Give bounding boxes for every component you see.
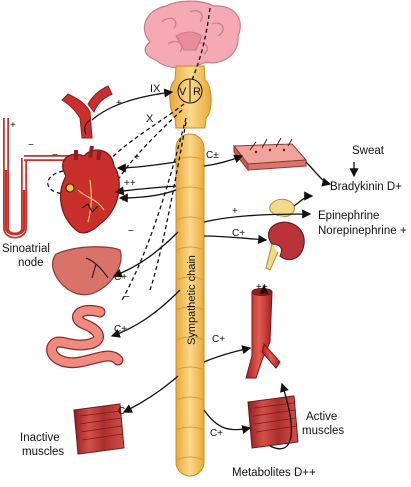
skin	[233, 137, 308, 172]
heart-minus: −	[52, 150, 58, 161]
arteriole	[245, 288, 281, 379]
vessel-plusplus: ++	[256, 282, 268, 293]
connectors	[91, 88, 359, 450]
active-muscles-label: muscles	[302, 425, 344, 437]
manometer: + −	[3, 118, 70, 239]
active-label: Active	[306, 411, 337, 423]
intestine	[46, 305, 124, 369]
carotid-sinus	[61, 85, 113, 139]
nerve-ix-label: IX	[150, 83, 161, 95]
active-c: C+	[210, 428, 223, 439]
heart-plus: +	[134, 152, 140, 163]
inactive-c: C+	[118, 406, 131, 417]
sympathetic-chain-label: Sympathetic chain	[186, 255, 198, 345]
heart	[59, 145, 120, 234]
bradykinin-label: Bradykinin D+	[330, 181, 402, 193]
liver	[51, 246, 122, 296]
kidney-adrenal	[265, 198, 305, 271]
inactive-label: Inactive	[20, 432, 60, 444]
sweat-label: Sweat	[352, 145, 385, 157]
gut-c: C+	[114, 324, 127, 335]
adrenal-c: C+	[232, 228, 245, 239]
node-label: node	[18, 257, 44, 269]
manometer-plus: +	[10, 120, 16, 131]
inactive-muscles-label: muscles	[22, 446, 64, 458]
norepinephrine-label: Norepinephrine +	[318, 225, 407, 237]
brain	[143, 0, 241, 69]
epinephrine-label: Epinephrine	[318, 210, 379, 222]
sinoatrial-label: Sinoatrial	[2, 243, 50, 255]
metabolites-label: Metabolites D++	[232, 467, 316, 479]
inactive-muscle	[73, 403, 125, 455]
heart-plusplus: ++	[124, 178, 136, 189]
carotid-plus: +	[116, 98, 122, 109]
skin-c: C±	[206, 150, 219, 161]
gut-minus: −	[124, 292, 130, 303]
sympathetic-chain: Sympathetic chain	[175, 133, 205, 477]
adrenal-plus: +	[232, 206, 238, 217]
liver-minus: −	[128, 226, 134, 237]
liver-c: C+	[114, 272, 127, 283]
heart-plus-2: +	[120, 194, 126, 205]
vasomotor-label: V	[179, 86, 187, 98]
vessel-c: C+	[212, 334, 225, 345]
nerve-x-label: X	[146, 113, 154, 125]
brainstem: V R	[169, 65, 212, 129]
respiratory-label: R	[193, 86, 201, 98]
manometer-minus: −	[28, 140, 34, 151]
